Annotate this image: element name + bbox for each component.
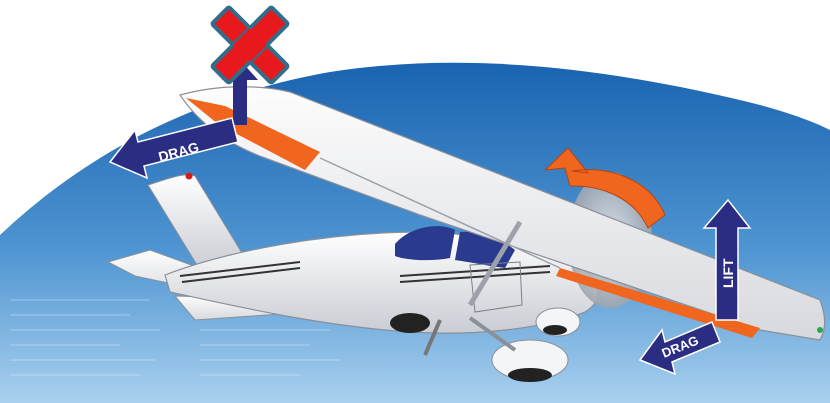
wingtip-light — [817, 327, 823, 333]
tail-beacon — [186, 173, 193, 180]
right-lift-label: LIFT — [720, 258, 736, 288]
